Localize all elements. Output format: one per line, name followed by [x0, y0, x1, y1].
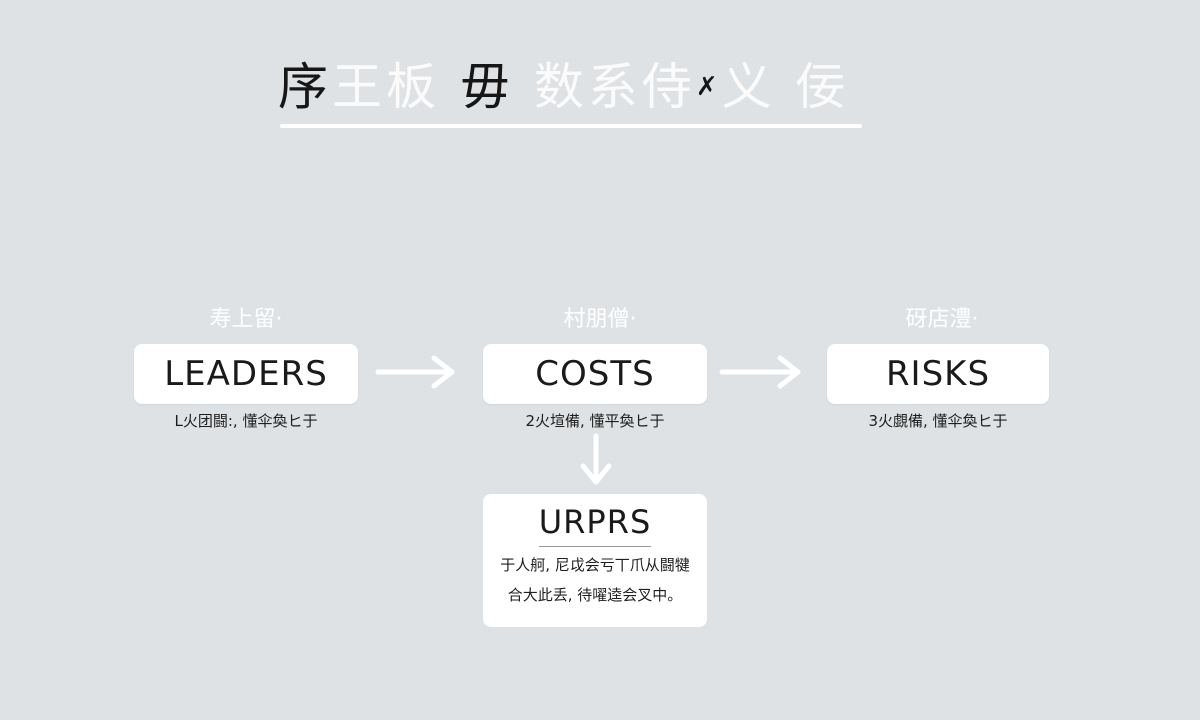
leaders-subtitle: L火团闘:, 懂伞奐ヒ于	[174, 412, 318, 430]
arrow-leaders-to-costs	[375, 355, 455, 389]
arrow-costs-to-card	[580, 433, 612, 485]
risks-box: RISKS	[827, 344, 1049, 404]
diagram-title: 序王板 毋 数系侍✗义 佞	[278, 52, 878, 122]
urprs-card: URPRS 于人舸, 尼戉会亏丅爪从闘犍 合大此丢, 待嚁逵会叉中。	[483, 494, 707, 627]
risks-caption: 砑店澧·	[905, 307, 979, 332]
title-underline	[280, 124, 862, 128]
title-mark: ✗	[695, 72, 722, 102]
title-part: 序	[278, 58, 332, 116]
leaders-box: LEADERS	[134, 344, 358, 404]
costs-subtitle: 2火塇備, 懂平奐ヒ于	[525, 412, 665, 430]
leaders-caption: 寿上留·	[209, 307, 283, 332]
costs-box: COSTS	[483, 344, 707, 404]
urprs-divider	[539, 546, 651, 547]
urprs-line-1: 于人舸, 尼戉会亏丅爪从闘犍	[500, 556, 690, 574]
title-part: 义 佞	[721, 58, 850, 116]
risks-label: RISKS	[885, 354, 991, 394]
risks-subtitle: 3火覷備, 懂伞奐ヒ于	[868, 412, 1008, 430]
leaders-label: LEADERS	[164, 354, 328, 394]
urprs-title: URPRS	[538, 503, 652, 541]
title-part: 王板	[332, 58, 440, 116]
urprs-line-2: 合大此丢, 待嚁逵会叉中。	[507, 586, 683, 604]
arrow-costs-to-risks	[719, 355, 801, 389]
title-part: 数系侍	[533, 58, 696, 116]
costs-caption: 村朋僧·	[563, 307, 637, 332]
costs-label: COSTS	[535, 354, 655, 394]
title-part: 毋	[459, 58, 514, 116]
